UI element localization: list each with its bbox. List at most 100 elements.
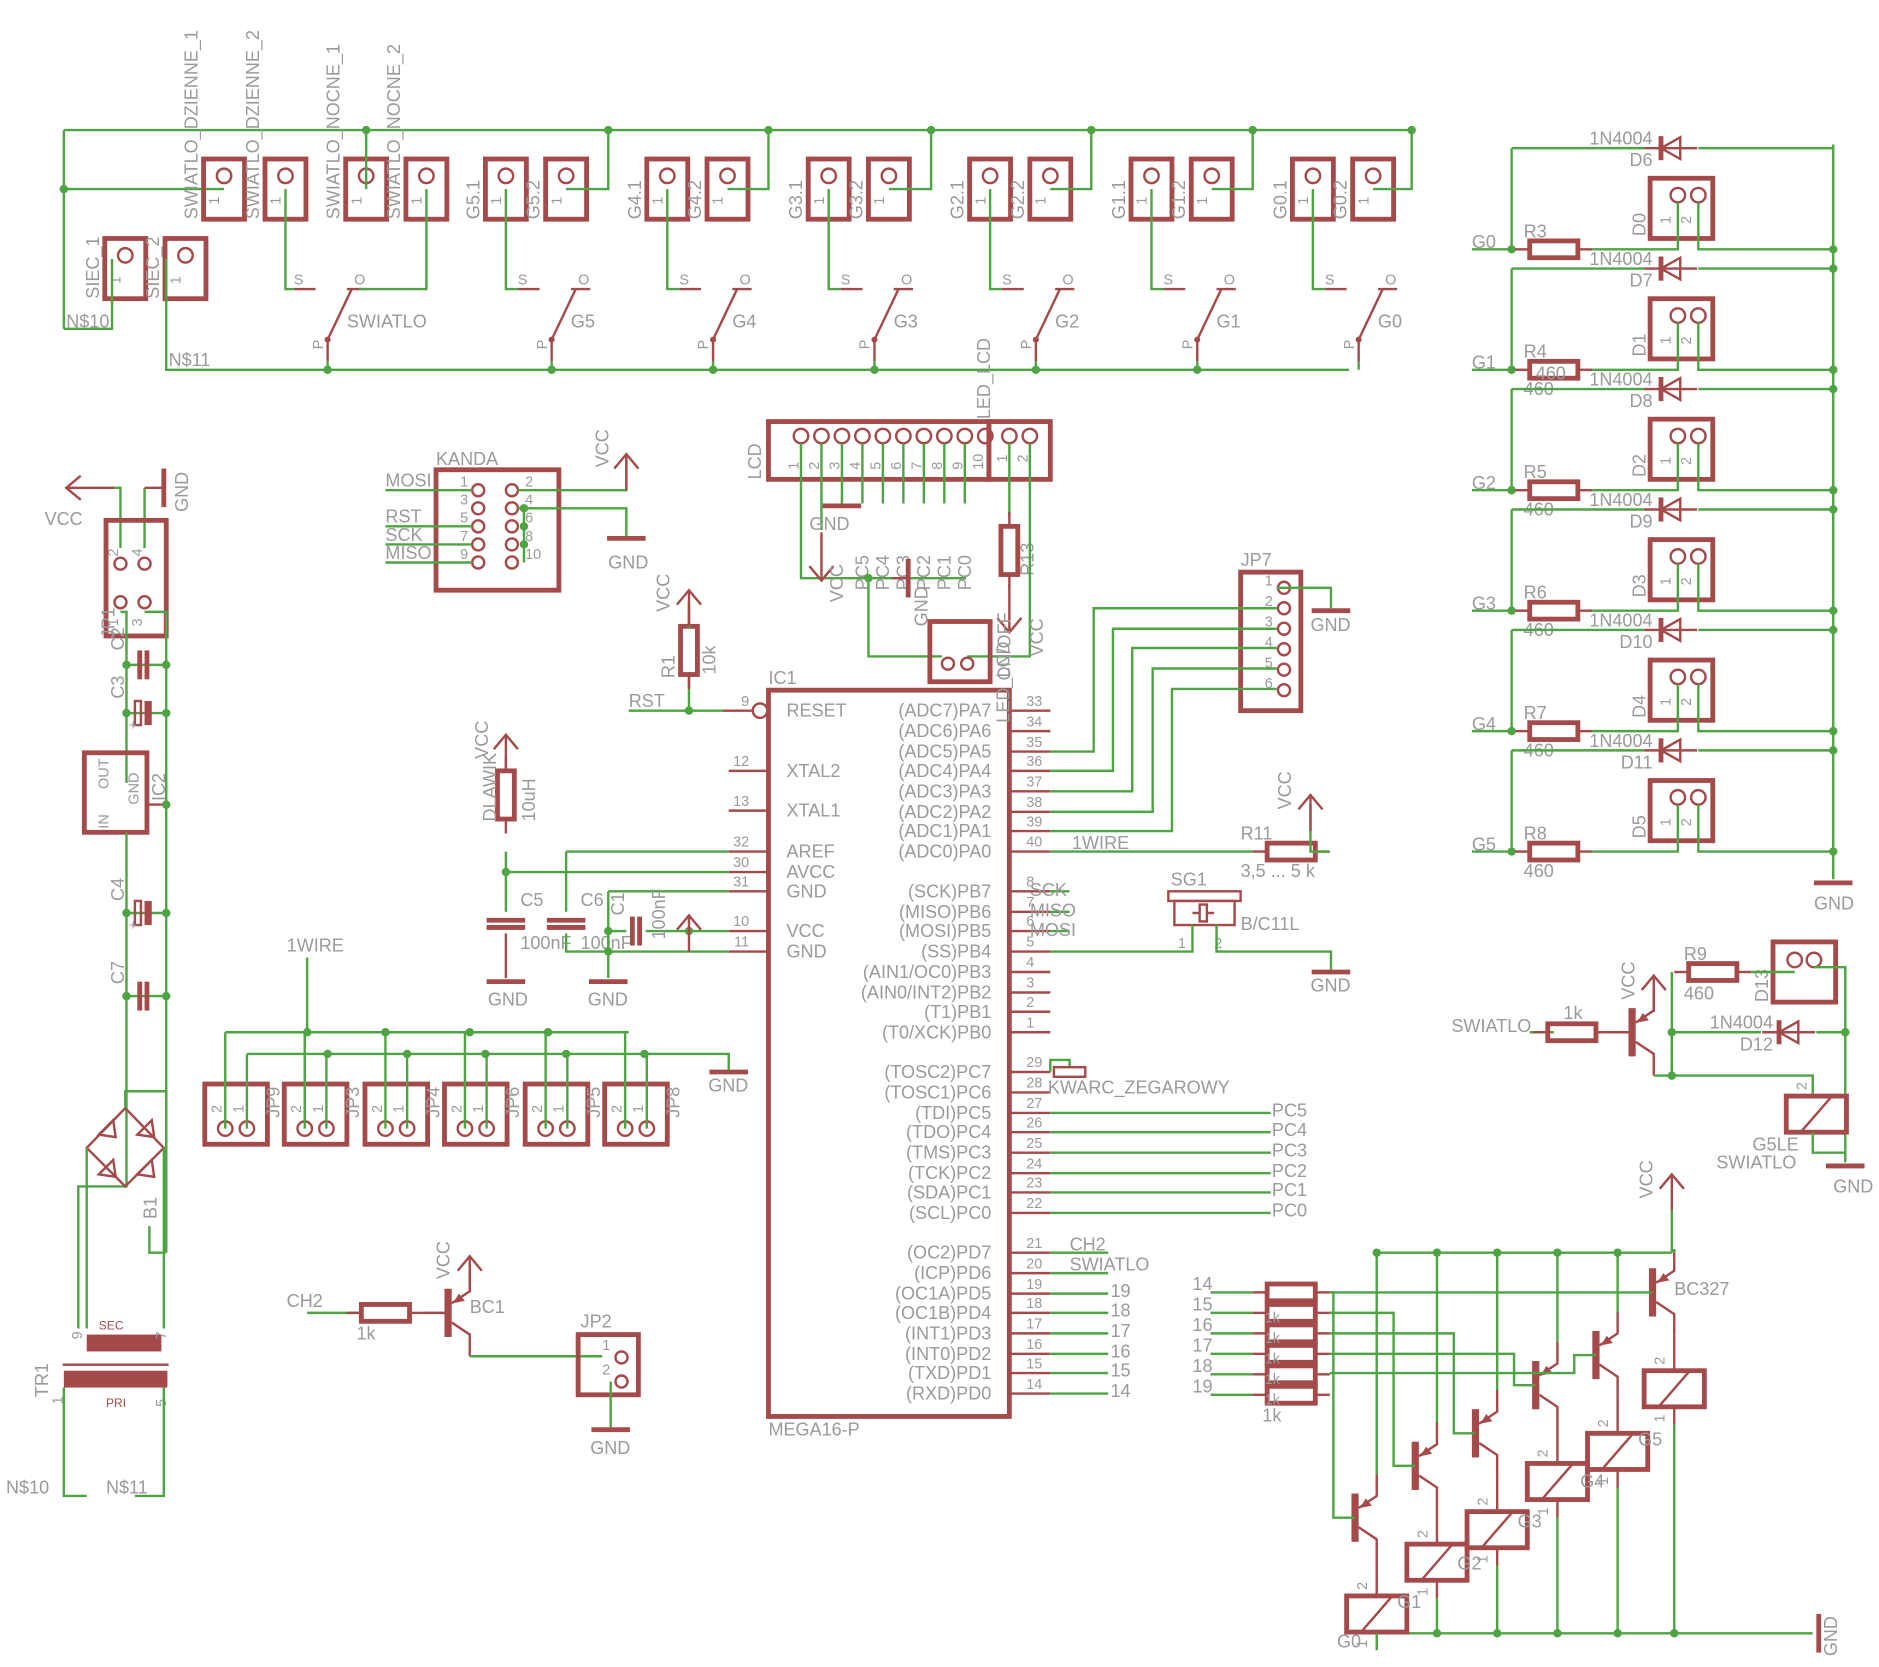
ic1-pin-label: (RXD)PD0 — [906, 1384, 991, 1404]
lcd-pin1-wire — [799, 443, 966, 580]
diode-triangle-icon — [1658, 255, 1682, 282]
ic1-pin-number: 39 — [1026, 814, 1042, 830]
n10-wire — [63, 258, 114, 331]
relay-coil-slash — [1360, 1595, 1394, 1633]
ic1-pin-label: (TDO)PC4 — [906, 1122, 991, 1142]
junction-dot — [122, 908, 131, 918]
s-wire — [1311, 189, 1325, 291]
ic1-pin-number: 4 — [1026, 955, 1034, 971]
vcc-symbol — [492, 732, 519, 771]
ic1-pin-label: (SCK)PB7 — [908, 881, 991, 901]
resistor-r8 — [1515, 840, 1593, 863]
terminal-pin-number: 1 — [973, 197, 989, 205]
tr-secondary-icon — [86, 1334, 162, 1352]
res-name: R3 — [1524, 221, 1547, 241]
pc-net-pc0: PC0 — [1272, 1201, 1307, 1221]
kanda-pin: 4 — [525, 493, 533, 509]
switch-name: G1 — [1217, 312, 1241, 332]
terminal-name: G1.2 — [1169, 180, 1189, 219]
onewire-conn-name: JP4 — [424, 1087, 444, 1118]
relay-input-label: 16 — [1192, 1315, 1212, 1335]
ic1-pin-number: 6 — [1026, 914, 1034, 930]
screw-terminal: 1G1.1 — [1109, 156, 1175, 222]
terminal-name: G5.1 — [463, 180, 483, 219]
tr1-name: TR1 — [32, 1363, 52, 1397]
r13-name: R13 — [1017, 543, 1037, 576]
diode-name: D9 — [1629, 512, 1652, 532]
led-pin: 1 — [995, 454, 1011, 462]
kanda-pin: 1 — [460, 475, 468, 491]
junction-dot — [162, 660, 171, 670]
bridge-plus-wire — [148, 1226, 167, 1254]
ic1-pin-number: 9 — [741, 694, 749, 710]
terminal-name: SWIATLO_NOCNE_2 — [384, 44, 405, 219]
c5-value: 100nF — [520, 933, 571, 953]
led-anode-wire — [1592, 202, 1680, 251]
terminal-pad-icon — [1041, 167, 1059, 185]
bridge-out-wire — [124, 1090, 168, 1253]
relay-driver-stage-g0: 21 — [1329, 1248, 1410, 1651]
resistor-body-icon — [678, 623, 700, 677]
led-pad-icon — [1689, 548, 1707, 565]
pin: 2 — [289, 1105, 305, 1113]
terminal-pad-icon — [981, 167, 999, 185]
vcc-symbol — [675, 913, 702, 952]
switch-name: G3 — [894, 312, 918, 332]
junction-dot — [1613, 1248, 1622, 1257]
junction-dot — [361, 125, 371, 135]
led-connector-outline — [1647, 657, 1716, 723]
bridge-diode-icon — [134, 1117, 156, 1139]
ic1-pin-number: 20 — [1026, 1256, 1042, 1272]
lcd-pad-icon — [874, 427, 892, 445]
led-connector-outline — [1647, 416, 1716, 482]
junction-dot — [465, 1028, 474, 1037]
ic1-pin-label-reset: RESET — [787, 701, 847, 721]
diode-value: 1N4004 — [1589, 369, 1652, 389]
pos-rail-lower — [77, 832, 128, 1329]
vcc-label: VCC — [592, 429, 612, 467]
lcd-pin: 1 — [787, 462, 803, 470]
vcc-label: VCC — [472, 721, 492, 759]
ic1-pin-number: 10 — [733, 914, 749, 930]
junction-dot — [1829, 486, 1838, 495]
transistor — [1648, 1249, 1676, 1336]
kanda-pad-icon — [504, 501, 520, 516]
cap-plate-icon — [144, 701, 152, 726]
switch-pivot-icon — [710, 336, 717, 343]
resistor-1k — [1252, 1383, 1330, 1406]
p-label: P — [1342, 340, 1358, 350]
ic1-pin-number: 27 — [1026, 1096, 1042, 1112]
ic1-pin-label: (ADC6)PA6 — [898, 721, 991, 741]
tr-pri-label: PRI — [106, 1396, 126, 1410]
led-name: D2 — [1629, 454, 1649, 477]
res-name: R7 — [1524, 703, 1547, 723]
ic1-pin-label: (ADC7)PA7 — [898, 701, 991, 721]
ic1-pin-number: 31 — [733, 874, 749, 890]
coil-pin: 1 — [1653, 1414, 1669, 1422]
lcd-gnd-label: GND — [911, 586, 931, 626]
relay-bank-section: VCCGND14151k161k171k181k191k1k2121212121… — [1192, 1160, 1840, 1656]
relay-gnd-wire — [1811, 1132, 1846, 1154]
vcc-arrow-icon — [675, 588, 702, 606]
p-label: P — [696, 340, 712, 350]
relay-input-label: 18 — [1192, 1356, 1212, 1376]
bridge-rectifier-b1: B1 — [85, 1106, 166, 1219]
c6-gnd-wire — [564, 933, 729, 953]
jp7-pad-icon — [1276, 641, 1292, 657]
capacitor-c1 — [629, 916, 642, 946]
jp7-gnd-wire — [1276, 586, 1333, 609]
led-pad-icon — [1689, 668, 1707, 686]
transistor-collector — [1655, 1301, 1676, 1336]
base-wire — [1329, 1291, 1356, 1519]
diode-value: 1N4004 — [1589, 731, 1652, 751]
led-pin: 1 — [1659, 818, 1675, 826]
net-label-n10: N$10 — [66, 312, 109, 332]
resistor-body-icon — [1527, 238, 1581, 261]
resistor-body-icon — [1264, 1322, 1318, 1345]
junction-dot — [1372, 1248, 1381, 1257]
